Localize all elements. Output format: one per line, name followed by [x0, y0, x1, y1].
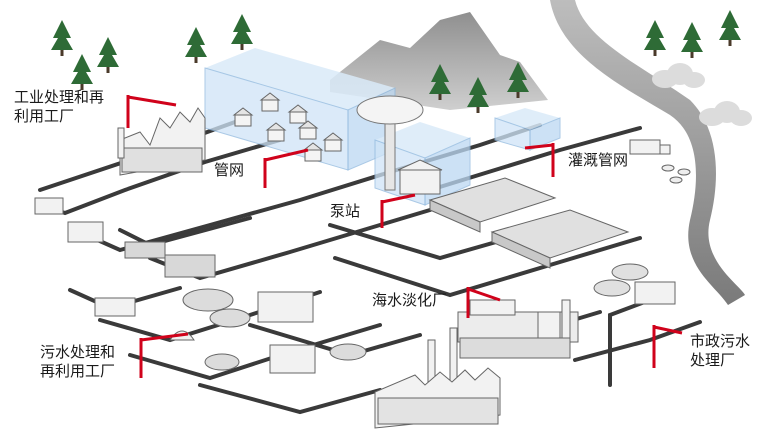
tree — [644, 20, 666, 56]
leader-pipe-network — [263, 148, 309, 188]
river — [550, 0, 745, 305]
label-pump-station: 泵站 — [330, 203, 361, 220]
tree — [507, 62, 529, 98]
house — [259, 92, 281, 112]
house — [302, 142, 324, 162]
leader-irrigation — [524, 143, 555, 177]
leader-pump-station — [380, 193, 416, 228]
house — [232, 107, 254, 127]
label-industrial-reuse-plant: 工业处理和再 利用工厂 — [14, 89, 105, 125]
house — [287, 104, 309, 124]
house — [297, 120, 319, 140]
label-sewage-reuse-plant: 污水处理和 再利用工厂 — [40, 344, 116, 380]
treatment-tanks — [428, 177, 676, 305]
pump-station-building — [397, 159, 443, 195]
tree — [719, 10, 741, 46]
house — [322, 132, 344, 152]
label-irrigation-network: 灌溉管网 — [568, 152, 629, 169]
leader-municipal — [652, 325, 683, 368]
tree — [51, 20, 73, 56]
leader-desalination — [466, 287, 501, 318]
tree — [467, 77, 489, 113]
houses — [232, 92, 344, 162]
leader-industrial — [126, 95, 177, 128]
trees — [51, 10, 741, 113]
tree — [429, 64, 451, 100]
label-pipe-network: 管网 — [214, 162, 245, 179]
industrial-plant — [117, 107, 206, 176]
desalination-plant — [457, 299, 579, 359]
irrigation-glass-box — [494, 108, 561, 151]
cloud — [652, 63, 752, 126]
tree — [231, 14, 253, 50]
water-tower — [356, 95, 424, 191]
tree — [97, 37, 119, 73]
tree — [185, 27, 207, 63]
tree — [71, 54, 93, 90]
leader-sewage — [139, 332, 189, 378]
irrigation-truck — [629, 139, 671, 155]
label-desalination-plant: 海水淡化厂 — [372, 292, 448, 309]
leader-lines — [126, 95, 683, 378]
house — [265, 122, 287, 142]
tree — [681, 22, 703, 58]
sewage-reuse-factory — [374, 327, 501, 429]
cattle — [661, 164, 691, 184]
label-municipal-sewage-plant: 市政污水 处理厂 — [690, 333, 751, 369]
